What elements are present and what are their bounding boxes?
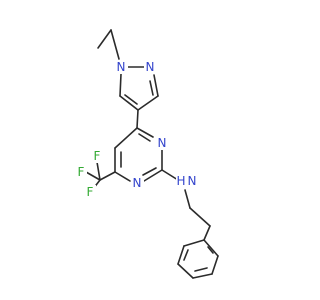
bond-pm-n1-c6 xyxy=(114,171,131,182)
atom-n-pyrimidine-3: N xyxy=(158,136,167,150)
bond-ph-2 xyxy=(211,255,219,275)
bond-pm-c2-n1 xyxy=(143,169,163,182)
bond-c2-nh xyxy=(161,169,179,181)
atom-h-amine: H xyxy=(176,174,185,188)
structure-drawing: N N N N H N F F F xyxy=(77,29,219,279)
bond-ch2-ch2 xyxy=(189,207,211,227)
atom-f-lower: F xyxy=(87,185,94,199)
bond-ph-4 xyxy=(177,263,194,279)
bond-pm-c4-n3 xyxy=(136,127,154,138)
bond-ph-double-c xyxy=(183,249,189,261)
bond-ph-double-b xyxy=(194,267,208,272)
bond-pz-double-b xyxy=(124,94,138,105)
bond-pz-n2-c3 xyxy=(153,74,159,97)
bond-pm-c5-c4 xyxy=(114,127,138,149)
atom-f-upper: F xyxy=(94,149,101,163)
bond-pz-pm xyxy=(136,109,139,129)
bond-cf3-f-upper xyxy=(96,161,101,181)
atom-f-left: F xyxy=(78,165,85,179)
bond-c6-cf3 xyxy=(99,171,116,181)
bond-ph-3 xyxy=(192,273,213,279)
atom-n-pyrazole-2: N xyxy=(146,60,155,74)
bond-nh-ch2 xyxy=(184,189,191,209)
bond-pz-c4-c5 xyxy=(119,95,139,111)
bond-ph-double-a xyxy=(207,246,214,254)
atom-n-pyrimidine-1: N xyxy=(133,176,142,190)
bond-pz-c3-c4 xyxy=(137,95,159,111)
atom-n-pyrazole-1: N xyxy=(117,60,126,74)
bond-ph-1 xyxy=(203,239,219,257)
bond-pm-double-b xyxy=(142,167,157,176)
bond-ethyl-ch3 xyxy=(97,29,112,49)
bond-pz-c5-n1 xyxy=(119,73,122,97)
bond-pm-double-a xyxy=(138,133,151,142)
bond-cf3-f-left xyxy=(85,171,101,181)
bond-ph-6 xyxy=(183,239,205,247)
bond-ethyl-ch2 xyxy=(110,29,120,60)
atom-n-amine: N xyxy=(188,174,197,188)
bond-ph-5 xyxy=(177,245,185,265)
molecule-diagram: N N N N H N F F F xyxy=(77,29,219,279)
bond-ch2-phenyl xyxy=(203,225,211,241)
bond-pz-double-a xyxy=(149,80,154,96)
